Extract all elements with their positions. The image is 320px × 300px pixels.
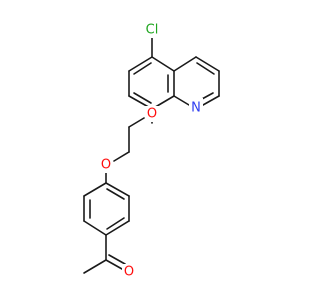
bond-carbonyl-o-b: [108, 254, 126, 265]
bond-c4-c3: [195, 56, 220, 72]
double-bond-inner-c4-c3: [196, 62, 215, 75]
ether-oxygen-phenyl-label: O: [101, 158, 111, 173]
bond-c2-n1: [202, 95, 220, 106]
bond-ph3-ph4: [105, 220, 130, 236]
molecule-canvas: Cl N O O O: [83, 22, 220, 280]
bond-o-ch2: [128, 117, 145, 128]
chlorine-label: Cl: [146, 23, 159, 38]
bond-n1-c8a: [173, 95, 190, 106]
bond-carbonyl-o-a: [105, 259, 123, 270]
bond-c4a-c5: [151, 56, 175, 72]
bond-ch2-o: [113, 151, 130, 162]
ether-oxygen-quinoline-label: O: [147, 107, 157, 122]
bond-ph1-ph2: [105, 182, 130, 197]
carbonyl-oxygen-label: O: [124, 265, 134, 280]
double-bond-inner-ph3-ph4: [106, 217, 125, 230]
double-bond-inner-c5-c6: [133, 62, 152, 75]
quinoline-nitrogen-label: N: [191, 101, 201, 116]
bond-c5-c6: [128, 56, 153, 72]
bond-carbonyl-methyl: [83, 259, 107, 274]
molecule-structure: Cl N O O O: [83, 22, 220, 280]
acetyl-group: [83, 234, 126, 274]
atom-labels: Cl N O O O: [99, 22, 203, 280]
bond-ph6-ph1: [83, 182, 107, 197]
bond-c4a-c4: [173, 56, 197, 72]
double-bond-inner-c7-c8: [133, 92, 152, 104]
double-bond-inner-c2-n1: [201, 92, 214, 100]
bond-ph4-ph5: [83, 220, 107, 236]
double-bond-inner-ph1-ph2: [106, 188, 125, 200]
phenyl-ring: [83, 182, 130, 236]
quinoline-ring-system: [128, 37, 220, 110]
